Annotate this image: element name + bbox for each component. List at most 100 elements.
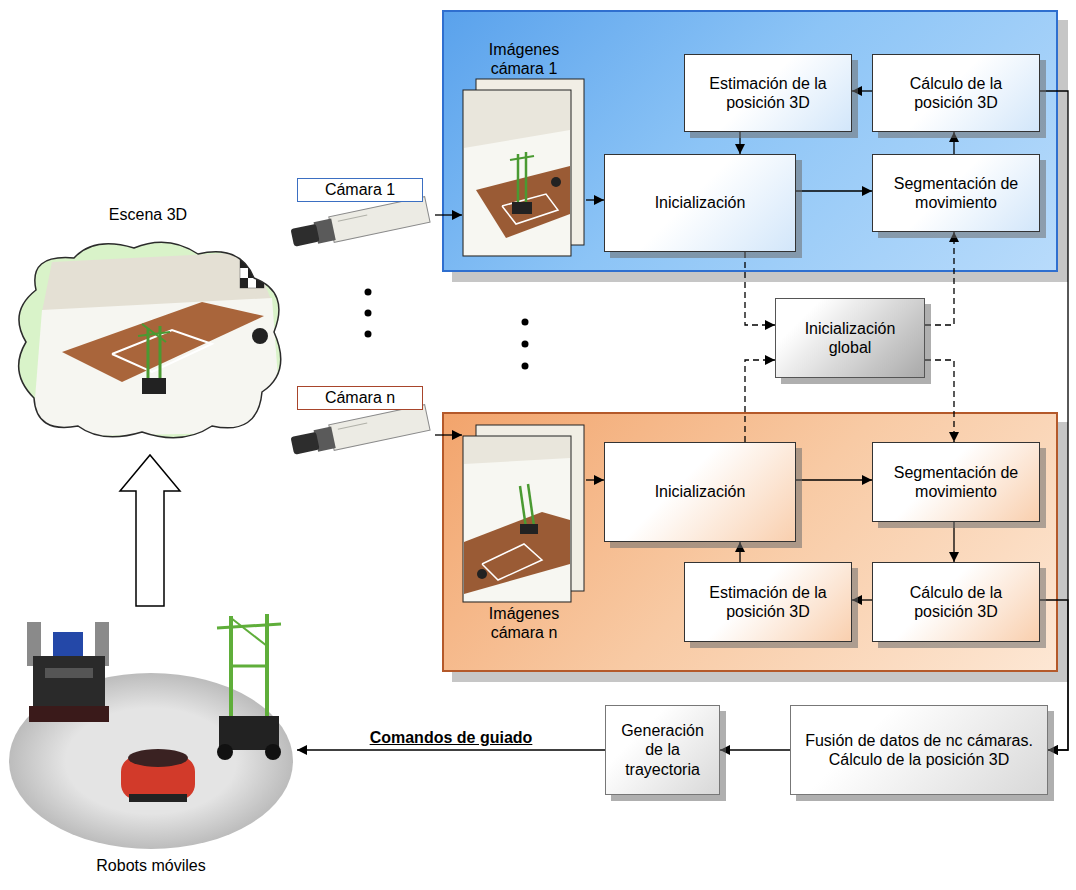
hollow-arrow bbox=[120, 455, 180, 606]
arrow-connector bbox=[297, 749, 605, 750]
node-text: Robots móviles bbox=[96, 856, 205, 875]
arrow-connector bbox=[953, 522, 954, 562]
node-text: Inicialización bbox=[655, 193, 746, 212]
node-text: Imágenes cámara n bbox=[462, 604, 586, 642]
arrow-connector bbox=[1040, 600, 1068, 750]
image-stack: Imágenes cámara n bbox=[462, 424, 586, 650]
node-text: Generación de la trayectoria bbox=[614, 721, 711, 779]
camera-panel: Imágenes cámara 1 Estimación de la posici… bbox=[442, 10, 1058, 272]
node-text: Inicialización bbox=[655, 482, 746, 501]
robot-head bbox=[53, 632, 83, 656]
scene-cloud: Escena 3D bbox=[2, 205, 294, 455]
checker-square bbox=[240, 278, 248, 288]
arrow-connector bbox=[586, 199, 604, 200]
robot-pole bbox=[147, 328, 150, 382]
robot-pole bbox=[525, 152, 528, 204]
robots-illustration bbox=[5, 606, 297, 856]
robot-base bbox=[29, 706, 109, 722]
floor bbox=[464, 458, 570, 601]
node-text: Segmentación de movimiento bbox=[881, 463, 1031, 501]
camera-name: Cámara n bbox=[297, 386, 423, 410]
image-stack: Imágenes cámara 1 bbox=[462, 40, 586, 266]
arrow-connector bbox=[852, 90, 872, 91]
process-box: Fusión de datos de nc cámaras. Cálculo d… bbox=[790, 705, 1048, 795]
process-box: Inicialización bbox=[604, 154, 796, 252]
camera-lens bbox=[290, 432, 319, 455]
dashed-connector bbox=[745, 360, 775, 442]
floor-lines bbox=[482, 544, 542, 580]
floor-lines bbox=[112, 330, 212, 372]
dashed-connector bbox=[745, 252, 775, 325]
process-box: Generación de la trayectoria bbox=[605, 705, 720, 795]
arrow-connector bbox=[852, 599, 872, 600]
arrow-connector bbox=[1040, 91, 1068, 750]
camera-label: Cámara 1 bbox=[283, 178, 435, 244]
robot-pole bbox=[528, 484, 534, 526]
robot-base bbox=[142, 378, 166, 394]
dot bbox=[365, 331, 372, 338]
camera-icon bbox=[283, 410, 435, 452]
dot bbox=[365, 310, 372, 317]
robot-pole bbox=[517, 154, 520, 206]
robot-bar bbox=[510, 156, 534, 160]
arrow-connector bbox=[720, 749, 790, 750]
round-robot bbox=[252, 328, 268, 344]
dot bbox=[522, 363, 529, 370]
cloud-outline bbox=[19, 242, 281, 438]
process-box: Segmentación de movimiento bbox=[872, 442, 1040, 522]
process-box: Inicialización bbox=[604, 442, 796, 542]
node-text: Estimación de la posición 3D bbox=[693, 74, 843, 112]
arrow-connector bbox=[953, 132, 954, 154]
wheel bbox=[217, 744, 233, 760]
process-box: Segmentación de movimiento bbox=[872, 154, 1040, 232]
camera-image-stack bbox=[462, 78, 586, 258]
scene-illustration bbox=[2, 232, 294, 447]
camera-name: Cámara 1 bbox=[297, 178, 423, 202]
round-robot bbox=[551, 177, 561, 187]
arrow-connector bbox=[586, 479, 604, 480]
round-robot bbox=[477, 569, 487, 579]
arrow-connector bbox=[739, 132, 740, 154]
dashed-connector bbox=[925, 232, 954, 325]
node-text: Cálculo de la posición 3D bbox=[881, 583, 1031, 621]
red-robot-top bbox=[128, 749, 188, 767]
frame-bar bbox=[231, 665, 267, 668]
robot-base bbox=[512, 202, 532, 214]
process-box: Estimación de la posición 3D bbox=[684, 562, 852, 642]
floor bbox=[464, 130, 570, 255]
dot bbox=[365, 289, 372, 296]
wheel bbox=[265, 744, 281, 760]
front-frame bbox=[463, 90, 571, 256]
robot-body bbox=[33, 656, 105, 708]
camera-lens bbox=[290, 224, 319, 247]
process-box: Cálculo de la posición 3D bbox=[872, 562, 1040, 642]
arrow-connector bbox=[435, 214, 462, 215]
arrow-connector bbox=[739, 542, 740, 562]
brown-floor bbox=[62, 302, 264, 382]
camera-body bbox=[329, 197, 430, 243]
node-text: Inicialización global bbox=[784, 319, 916, 357]
robot-panel bbox=[45, 668, 93, 678]
camera-body bbox=[329, 405, 430, 451]
arrow-connector bbox=[435, 434, 462, 435]
robot-bar bbox=[142, 324, 166, 342]
node-text: Segmentación de movimiento bbox=[881, 174, 1031, 212]
camera-detail bbox=[338, 215, 367, 221]
arrow-connector bbox=[796, 190, 872, 191]
node-text: Imágenes cámara 1 bbox=[462, 40, 586, 78]
camera-icon bbox=[283, 202, 435, 244]
frame-bar bbox=[217, 624, 281, 628]
node-text: Cálculo de la posición 3D bbox=[881, 74, 1031, 112]
red-robot-bumper bbox=[129, 794, 187, 802]
camera-label: Cámara n bbox=[283, 386, 435, 456]
front-frame bbox=[463, 436, 571, 602]
camera-image-stack bbox=[462, 424, 586, 604]
brown-floor bbox=[464, 512, 570, 594]
dot bbox=[522, 319, 529, 326]
robot-pole bbox=[520, 486, 526, 528]
process-box: Estimación de la posición 3D bbox=[684, 54, 852, 132]
dashed-connector bbox=[925, 360, 954, 442]
checker-square bbox=[256, 258, 264, 268]
floor bbox=[32, 298, 282, 437]
dot bbox=[522, 341, 529, 348]
